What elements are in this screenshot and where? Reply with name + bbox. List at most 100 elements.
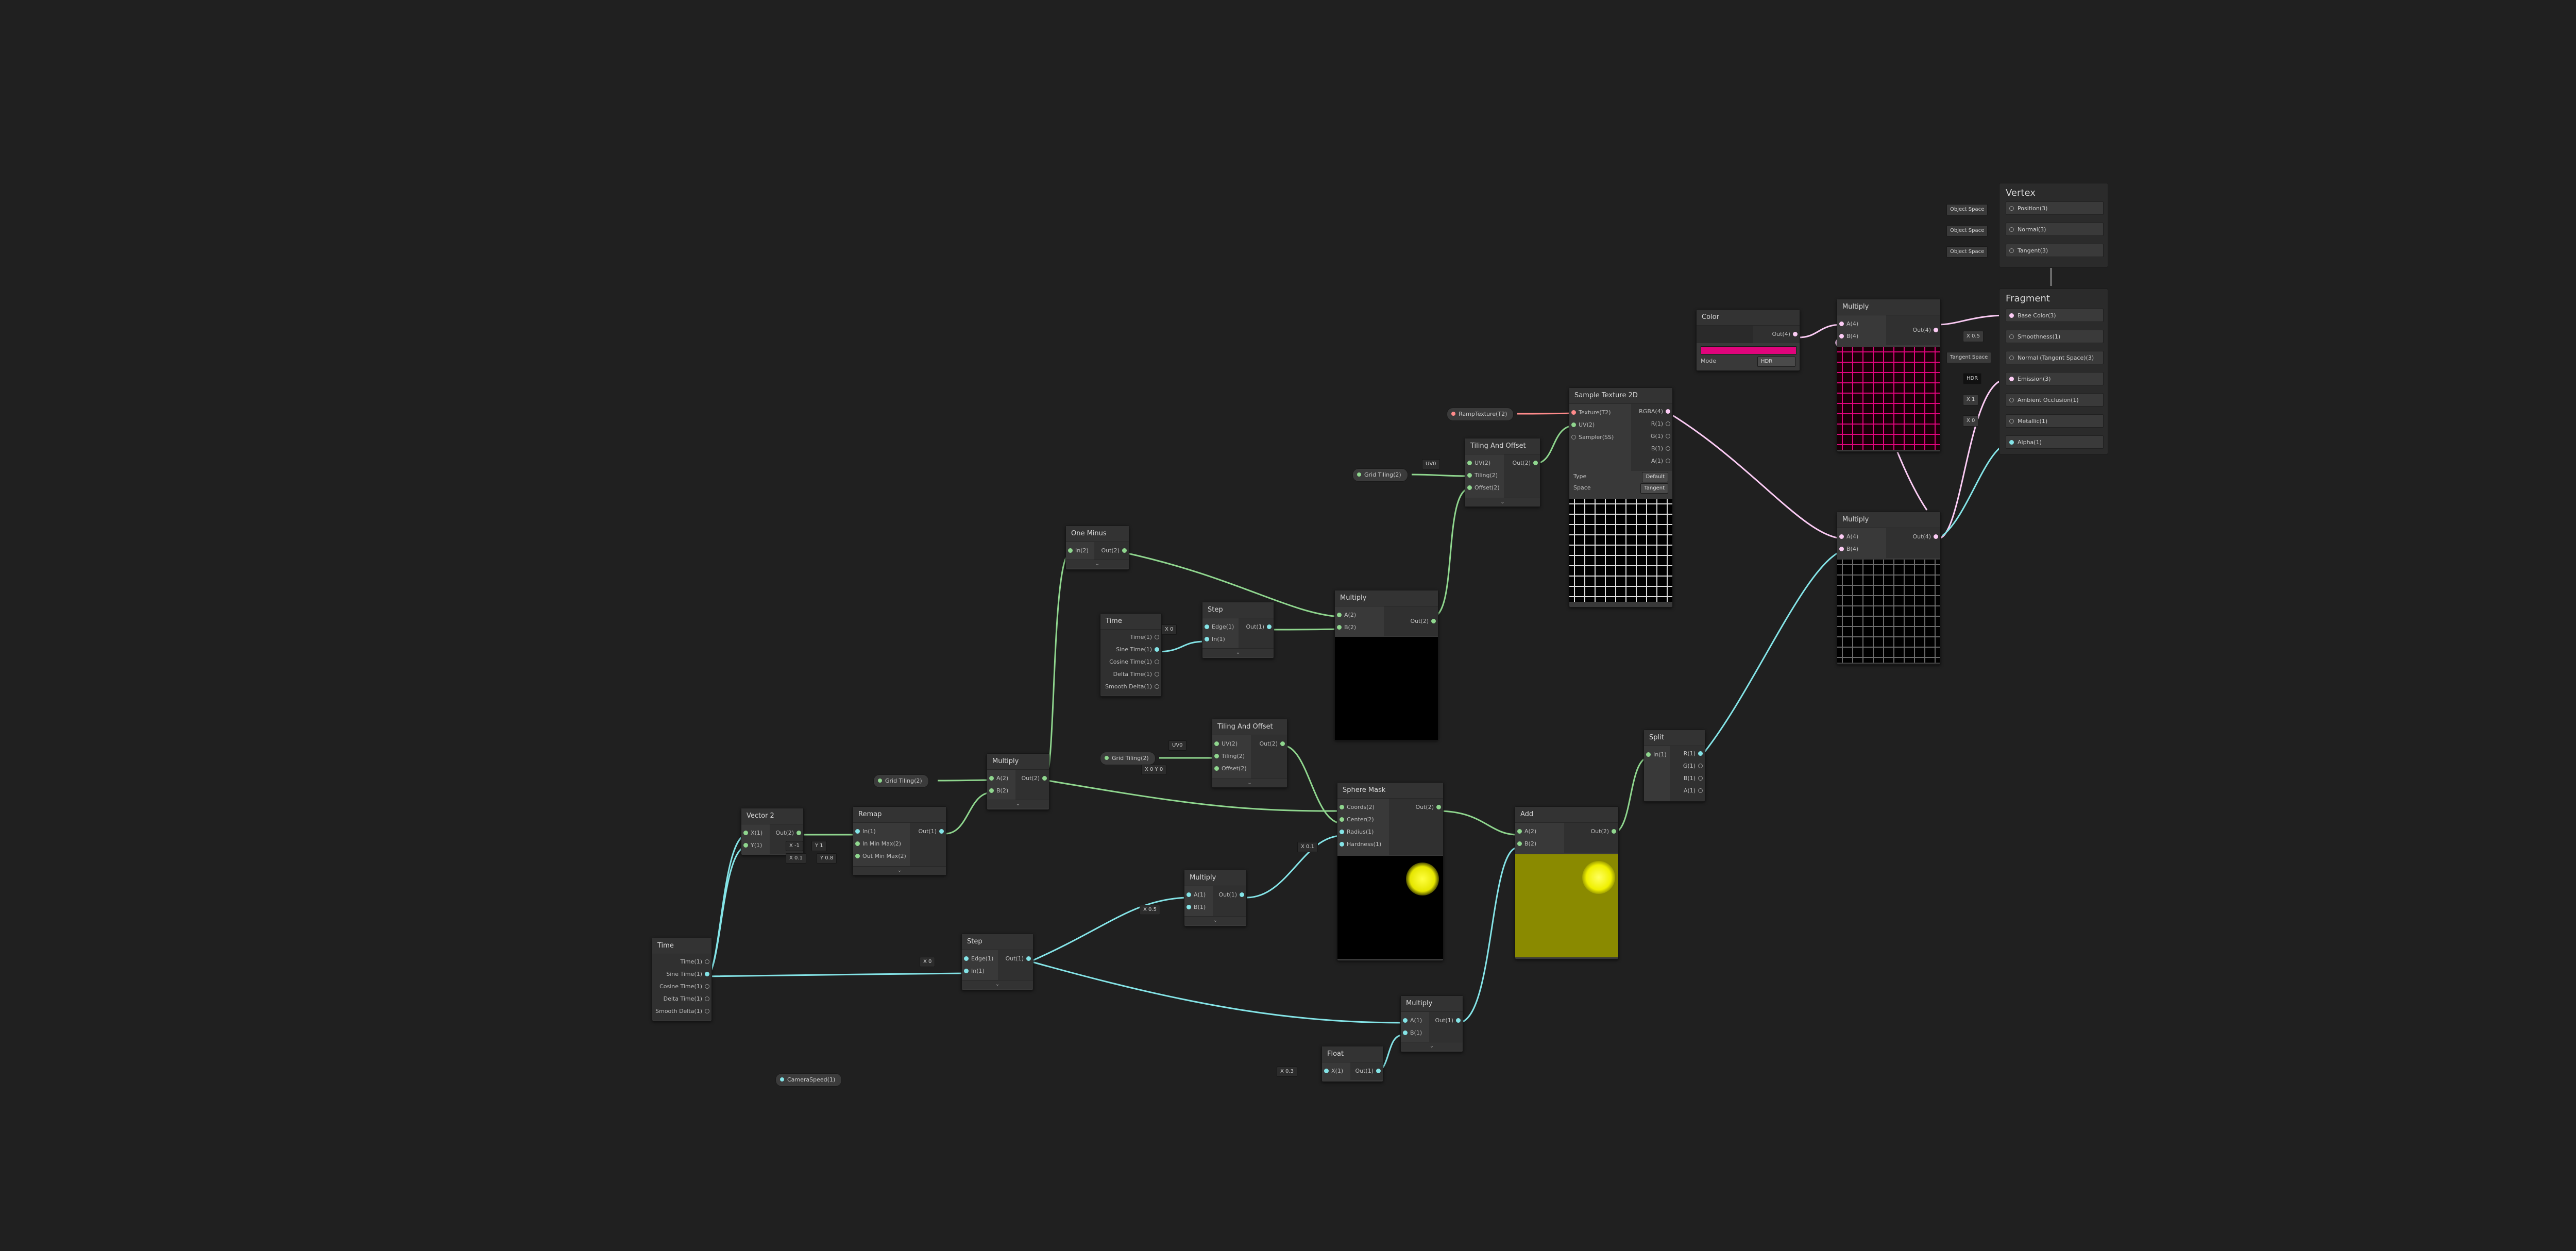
input-port[interactable]: Tiling(2) [1467, 470, 1498, 481]
output-port[interactable]: Delta Time(1) [664, 993, 709, 1005]
output-port[interactable]: R(1) [1684, 748, 1703, 759]
property-node[interactable]: Grid Tiling(2) [873, 774, 929, 788]
vertex-slot-normal[interactable]: Normal(3) [2006, 223, 2104, 236]
input-port[interactable]: In(1) [855, 826, 876, 837]
output-port[interactable]: Out(4) [1912, 325, 1938, 336]
output-port[interactable]: Smooth Delta(1) [1105, 681, 1159, 692]
input-port[interactable]: Tiling(2) [1214, 751, 1245, 762]
type-dropdown[interactable]: Default [1642, 472, 1668, 482]
step-edge-field[interactable]: X 0 [920, 957, 936, 967]
remap-out-min-y-field[interactable]: Y 0.8 [817, 853, 837, 864]
smoothness-value-field[interactable]: X 0.5 [1963, 331, 1984, 342]
input-port[interactable]: B(4) [1839, 544, 1858, 555]
vertex-slot-position[interactable]: Position(3) [2006, 201, 2104, 215]
output-port[interactable]: B(1) [1684, 773, 1703, 784]
input-port[interactable]: Sampler(SS) [1571, 432, 1614, 443]
input-port[interactable]: A(2) [1517, 826, 1536, 837]
input-port[interactable]: Texture(T2) [1571, 407, 1611, 418]
output-port[interactable]: Sine Time(1) [666, 969, 709, 980]
property-node[interactable]: Grid Tiling(2) [1100, 752, 1156, 765]
input-port[interactable]: B(4) [1839, 331, 1858, 342]
output-port[interactable]: Out(1) [1005, 953, 1031, 965]
multiply-b-field[interactable]: X 0.5 [1140, 905, 1160, 915]
input-port[interactable]: A(2) [1337, 610, 1356, 621]
color-node[interactable]: Color Out(4) Mode HDR [1696, 309, 1800, 371]
output-port[interactable]: Delta Time(1) [1113, 669, 1159, 680]
input-port[interactable]: B(2) [989, 785, 1008, 797]
output-port[interactable]: Sine Time(1) [1116, 644, 1159, 655]
multiply-node[interactable]: Multiply A(2) B(2) Out(2) ⌄ [987, 753, 1049, 810]
tiling-offset-node[interactable]: Tiling And Offset UV(2) Tiling(2) Offset… [1465, 438, 1540, 507]
multiply-node[interactable]: Multiply A(2) B(2) Out(2) [1334, 590, 1438, 740]
output-port[interactable]: Time(1) [1130, 632, 1159, 643]
vertex-stack[interactable]: Vertex Position(3) Normal(3) Tangent(3) [1999, 183, 2108, 267]
input-port[interactable]: X(1) [1324, 1066, 1343, 1077]
input-port[interactable]: Hardness(1) [1340, 839, 1381, 850]
multiply-node[interactable]: Multiply A(1) B(1) Out(1) ⌄ [1184, 870, 1247, 926]
input-port[interactable]: B(1) [1403, 1027, 1422, 1039]
input-port[interactable]: A(4) [1839, 318, 1858, 330]
sample-texture-node[interactable]: Sample Texture 2D Texture(T2) UV(2) Samp… [1569, 387, 1673, 607]
output-port[interactable]: Out(2) [1590, 826, 1616, 837]
normal-space-field[interactable]: Object Space [1946, 225, 1988, 236]
fragment-slot-emission[interactable]: Emission(3) [2006, 372, 2104, 385]
input-port[interactable]: B(1) [1187, 902, 1206, 913]
collapse-chevron-icon[interactable]: ⌄ [1202, 648, 1274, 657]
remap-out-min-x-field[interactable]: X 0.1 [786, 853, 806, 864]
property-node[interactable]: Grid Tiling(2) [1352, 468, 1408, 482]
collapse-chevron-icon[interactable]: ⌄ [1184, 916, 1246, 925]
output-port[interactable]: Out(2) [1101, 545, 1127, 556]
output-port[interactable]: Cosine Time(1) [659, 981, 709, 992]
input-port[interactable]: UV(2) [1214, 738, 1238, 750]
add-node[interactable]: Add A(2) B(2) Out(2) [1515, 806, 1619, 959]
tiling-offset-node[interactable]: Tiling And Offset UV(2) Tiling(2) Offset… [1212, 719, 1287, 788]
input-port[interactable]: Edge(1) [964, 953, 993, 965]
input-port[interactable]: Offset(2) [1214, 763, 1247, 774]
collapse-chevron-icon[interactable]: ⌄ [962, 980, 1033, 989]
property-node[interactable]: RampTexture(T2) [1447, 408, 1514, 421]
output-port[interactable]: G(1) [1651, 431, 1670, 442]
output-port[interactable]: A(1) [1684, 785, 1703, 797]
output-port[interactable]: Smooth Delta(1) [655, 1006, 709, 1017]
input-port[interactable]: UV(2) [1571, 419, 1595, 431]
output-port[interactable]: R(1) [1651, 418, 1670, 430]
hardness-field[interactable]: X 0.1 [1297, 842, 1318, 852]
input-port[interactable]: In(2) [1068, 545, 1089, 556]
output-port[interactable]: Out(2) [1415, 802, 1441, 813]
remap-in-min-x-field[interactable]: X -1 [786, 841, 803, 851]
fragment-slot-ambient-occlusion[interactable]: Ambient Occlusion(1) [2006, 393, 2104, 407]
collapse-chevron-icon[interactable]: ⌄ [1212, 779, 1287, 787]
fragment-slot-alpha[interactable]: Alpha(1) [2006, 435, 2104, 449]
input-port[interactable]: In(1) [964, 966, 985, 977]
input-port[interactable]: A(1) [1187, 889, 1206, 901]
fragment-stack[interactable]: Fragment Base Color(3) Smoothness(1) Nor… [1999, 289, 2108, 454]
step-node[interactable]: Step Edge(1) In(1) Out(1) ⌄ [1202, 602, 1274, 658]
input-port[interactable]: Edge(1) [1205, 621, 1234, 633]
input-port[interactable]: A(1) [1403, 1015, 1422, 1026]
mode-dropdown[interactable]: HDR [1757, 357, 1795, 367]
output-port[interactable]: G(1) [1683, 760, 1703, 772]
fragment-slot-smoothness[interactable]: Smoothness(1) [2006, 330, 2104, 343]
output-port[interactable]: Out(2) [1259, 738, 1285, 750]
input-port[interactable]: X(1) [743, 827, 762, 839]
output-port[interactable]: Out(1) [918, 826, 944, 837]
output-port[interactable]: Out(2) [775, 827, 801, 839]
ambient-occlusion-field[interactable]: X 1 [1963, 394, 1979, 405]
color-swatch[interactable] [1701, 346, 1797, 354]
emission-hdr-field[interactable]: HDR [1963, 373, 1982, 384]
float-value-field[interactable]: X 0.3 [1277, 1067, 1297, 1077]
vertex-slot-tangent[interactable]: Tangent(3) [2006, 244, 2104, 257]
output-port[interactable]: Time(1) [680, 956, 709, 968]
output-port[interactable]: Out(2) [1410, 616, 1436, 627]
output-port[interactable]: Out(1) [1355, 1066, 1381, 1077]
input-port[interactable]: Y(1) [743, 840, 762, 851]
offset-field[interactable]: X 0 Y 0 [1141, 765, 1167, 775]
input-port[interactable]: A(2) [989, 773, 1008, 784]
space-dropdown[interactable]: Tangent [1640, 483, 1668, 494]
input-port[interactable]: B(2) [1517, 838, 1536, 850]
tangent-space-field[interactable]: Object Space [1946, 246, 1988, 258]
output-port[interactable]: RGBA(4) [1639, 406, 1670, 417]
output-port[interactable]: B(1) [1651, 443, 1670, 454]
output-port[interactable]: A(1) [1651, 455, 1670, 467]
